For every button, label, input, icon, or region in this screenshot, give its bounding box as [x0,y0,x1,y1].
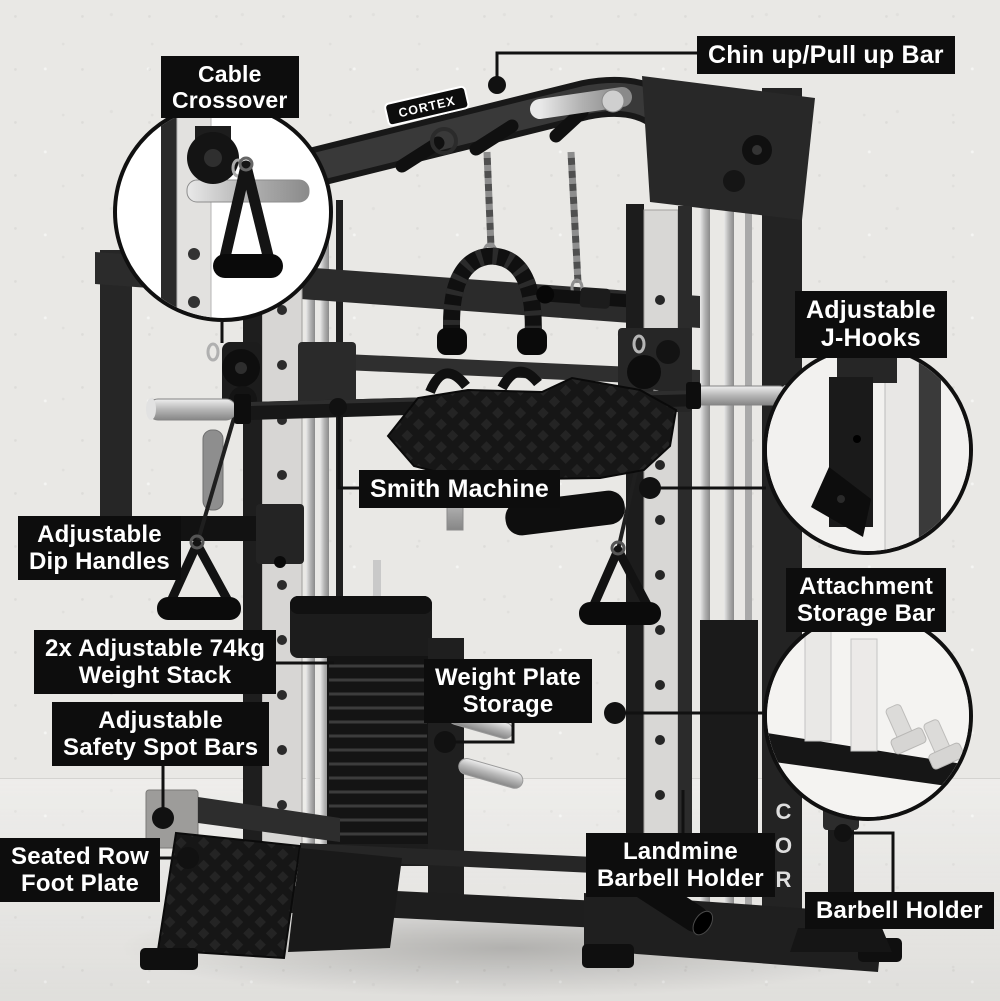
cortex-vertical-brand-text: CORTEX [771,799,796,905]
label-text: Weight Plate [435,664,581,691]
callout-label-safety-spot-bars: Adjustable Safety Spot Bars [52,702,270,767]
j-hooks-callout-circle [763,345,973,555]
hanging-attachments [437,151,656,355]
stored-attachment-post [850,638,878,752]
attachment-storage-callout-circle [763,611,973,821]
connector-chin-up-bar [495,51,697,85]
machine-rear-frame [100,88,802,956]
label-text: J-Hooks [820,324,921,353]
pull-up-grip [469,119,519,156]
callout-label-adjustable-j-hooks: Adjustable J-Hooks [795,291,947,358]
label-text: Safety Spot Bars [63,734,259,762]
callout-label-attachment-storage-bar: Attachment Storage Bar [786,568,947,633]
connector-dot [152,807,174,829]
right-top-plate [642,76,815,220]
connector-dot [834,824,852,842]
callout-label-weight-stack: 2x Adjustable 74kg Weight Stack [34,630,277,695]
pull-up-grip [549,105,589,143]
connector-dot [604,702,626,724]
stored-attachment-clamp [923,719,965,770]
carabiner-ring [430,127,458,155]
stirrup-handle-detail [217,160,276,272]
label-text: 2x Adjustable 74kg [45,635,266,662]
callout-label-seated-row-foot-plate: Seated Row Foot Plate [0,838,161,903]
dip-handle [168,516,270,541]
label-text: Crossover [172,86,288,113]
label-text: Adjustable [37,521,162,548]
callout-label-weight-plate-storage: Weight Plate Storage [424,659,592,724]
label-text: Weight Stack [78,662,232,690]
connector-dot [434,731,456,753]
stored-attachment-post [804,628,832,742]
label-text: Storage [462,691,554,719]
stored-attachment-clamp [885,704,927,755]
callout-label-chin-up-bar: Chin up/Pull up Bar [697,36,955,75]
connector-barbell-holder [843,831,895,900]
label-text: Barbell Holder [816,897,983,924]
label-text: Barbell Holder [597,865,764,893]
callout-label-smith-machine: Smith Machine [359,470,561,509]
callout-label-cable-crossover: Cable Crossover [161,56,299,118]
label-text: Adjustable [806,296,936,324]
cable-pulley [627,355,661,389]
callout-label-barbell-holder: Barbell Holder [805,892,994,930]
label-text: Cable [197,61,262,87]
label-text: Landmine [622,838,738,865]
connector-dot [329,398,347,416]
label-text: Dip Handles [29,548,170,576]
attachment-storage-detail [767,615,969,817]
cable-crossover-callout-circle [113,102,333,322]
label-text: Foot Plate [21,870,140,898]
j-hooks-detail [767,349,969,551]
callout-label-landmine-barbell-holder: Landmine Barbell Holder [586,833,775,898]
connector-dot [639,477,661,499]
label-text: Adjustable [98,707,223,734]
pull-up-bar-assembly: CORTEX [130,76,815,228]
connector-dot [177,847,199,869]
label-text: Seated Row [11,843,150,870]
label-text: Storage Bar [797,600,936,628]
storage-bar-shape [767,733,969,789]
callout-label-adjustable-dip-handles: Adjustable Dip Handles [18,516,181,581]
label-text: Attachment [799,573,934,600]
connector-smith-machine [337,409,359,490]
label-text: Chin up/Pull up Bar [708,41,944,69]
label-text: Smith Machine [370,475,550,503]
cable-crossover-detail [161,106,310,318]
connector-dot [488,76,506,94]
